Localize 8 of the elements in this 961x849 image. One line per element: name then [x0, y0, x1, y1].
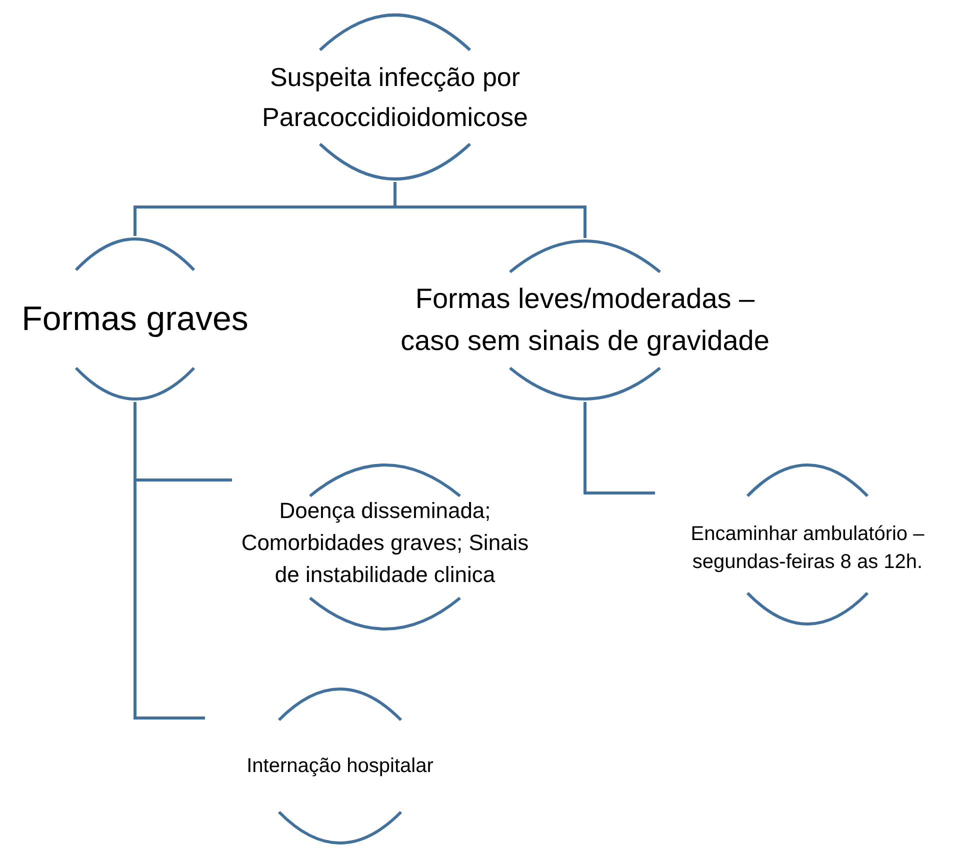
- node-text: Formas leves/moderadas – caso sem sinais de gravidade: [400, 282, 770, 358]
- node-text: Formas graves: [22, 299, 248, 340]
- node-text: Internação hospitalar: [246, 754, 434, 779]
- node-text: Doença disseminada; Comorbidades graves; Sinais de instabilidade clinica: [240, 497, 530, 589]
- node-text: Encaminhar ambulatório – segundas-feiras 8 as 12h.: [690, 522, 926, 574]
- connector-line: [134, 402, 205, 720]
- node-text: Suspeita infecção por Paracoccidioidomicose: [261, 61, 529, 134]
- connector-line: [584, 402, 655, 494]
